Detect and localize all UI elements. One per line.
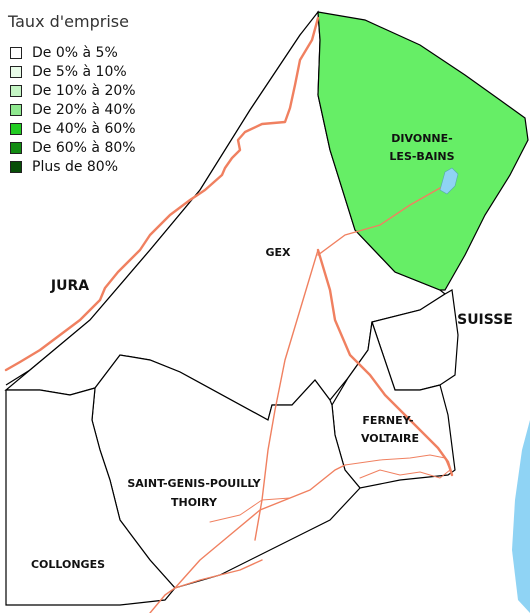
legend-label: De 40% à 60% [32,120,136,137]
legend-item: De 0% à 5% [10,43,188,62]
legend-label: De 60% à 80% [32,139,136,156]
road-main [4,16,320,372]
label-divonne-line1: DIVONNE- [391,132,452,145]
label-ferney-line2: VOLTAIRE [361,432,419,445]
legend-item: De 10% à 20% [10,81,188,100]
legend-item: De 20% à 40% [10,100,188,119]
legend-item: De 40% à 60% [10,119,188,138]
legend-item: De 5% à 10% [10,62,188,81]
legend-swatch [10,103,22,116]
legend-label: De 5% à 10% [32,63,127,80]
label-jura: JURA [50,278,89,294]
legend-swatch [10,122,22,135]
label-ferney-line1: FERNEY- [362,414,413,427]
legend: Taux d'emprise De 0% à 5% De 5% à 10% De… [6,12,188,176]
road-saint-genis [174,464,346,589]
road-ferney-local [344,454,451,479]
legend-label: De 0% à 5% [32,44,118,61]
legend-swatch [10,160,22,173]
road-thoiry [209,497,291,523]
legend-label: Plus de 80% [32,158,119,175]
legend-swatch [10,65,22,78]
road-network [4,16,454,613]
legend-swatch [10,46,22,59]
label-collonges: COLLONGES [31,558,105,571]
road-gex-ferney [316,248,454,477]
legend-label: De 20% à 40% [32,101,136,118]
legend-swatch [10,141,22,154]
legend-title: Taux d'emprise [8,12,129,31]
legend-item: Plus de 80% [10,157,188,176]
road-divonne-gex [317,187,441,256]
legend-swatch [10,84,22,97]
label-saint-genis-line2: THOIRY [171,496,218,509]
label-suisse: SUISSE [457,312,513,328]
legend-label: De 10% à 20% [32,82,136,99]
commune-collonges [5,387,176,606]
label-gex: GEX [265,246,291,259]
legend-item: De 60% à 80% [10,138,188,157]
lake-water [439,167,459,195]
road-collonges [149,559,263,613]
label-divonne-line2: LES-BAINS [389,150,454,163]
label-saint-genis-line1: SAINT-GENIS-POUILLY [127,477,261,490]
lake-geneva-water [512,420,530,613]
commune-divonne-les-bains [317,11,529,291]
